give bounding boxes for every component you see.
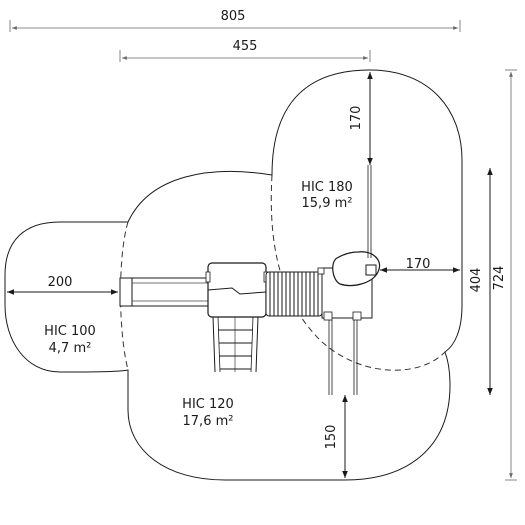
zone-hic100-name: HIC 100 [44, 324, 96, 339]
main-tower [205, 262, 269, 318]
zone-hic120-area: 17,6 m² [183, 414, 234, 429]
second-tower [317, 165, 381, 395]
tunnel [265, 271, 323, 317]
dim-total-width [9, 20, 461, 32]
label-slide-clearance: 200 [48, 275, 73, 290]
zone-hic180-name: HIC 180 [301, 180, 353, 195]
label-total-height: 724 [492, 266, 507, 291]
label-top-clearance: 170 [349, 106, 364, 131]
label-total-width: 805 [221, 9, 246, 24]
zone-hic100-area: 4,7 m² [49, 341, 92, 356]
zone-hic120-name: HIC 120 [182, 397, 234, 412]
dim-total-height [505, 69, 517, 481]
zone-hic180-area: 15,9 m² [302, 196, 353, 211]
ladder [212, 316, 259, 373]
label-bottom-clearance: 150 [324, 425, 339, 450]
slide [119, 277, 209, 307]
label-tower-width: 455 [233, 39, 258, 54]
label-inner-height: 404 [469, 268, 484, 293]
safety-zone-outline [4, 69, 463, 481]
dim-tower-width [119, 50, 371, 62]
label-right-clearance: 170 [406, 257, 431, 272]
